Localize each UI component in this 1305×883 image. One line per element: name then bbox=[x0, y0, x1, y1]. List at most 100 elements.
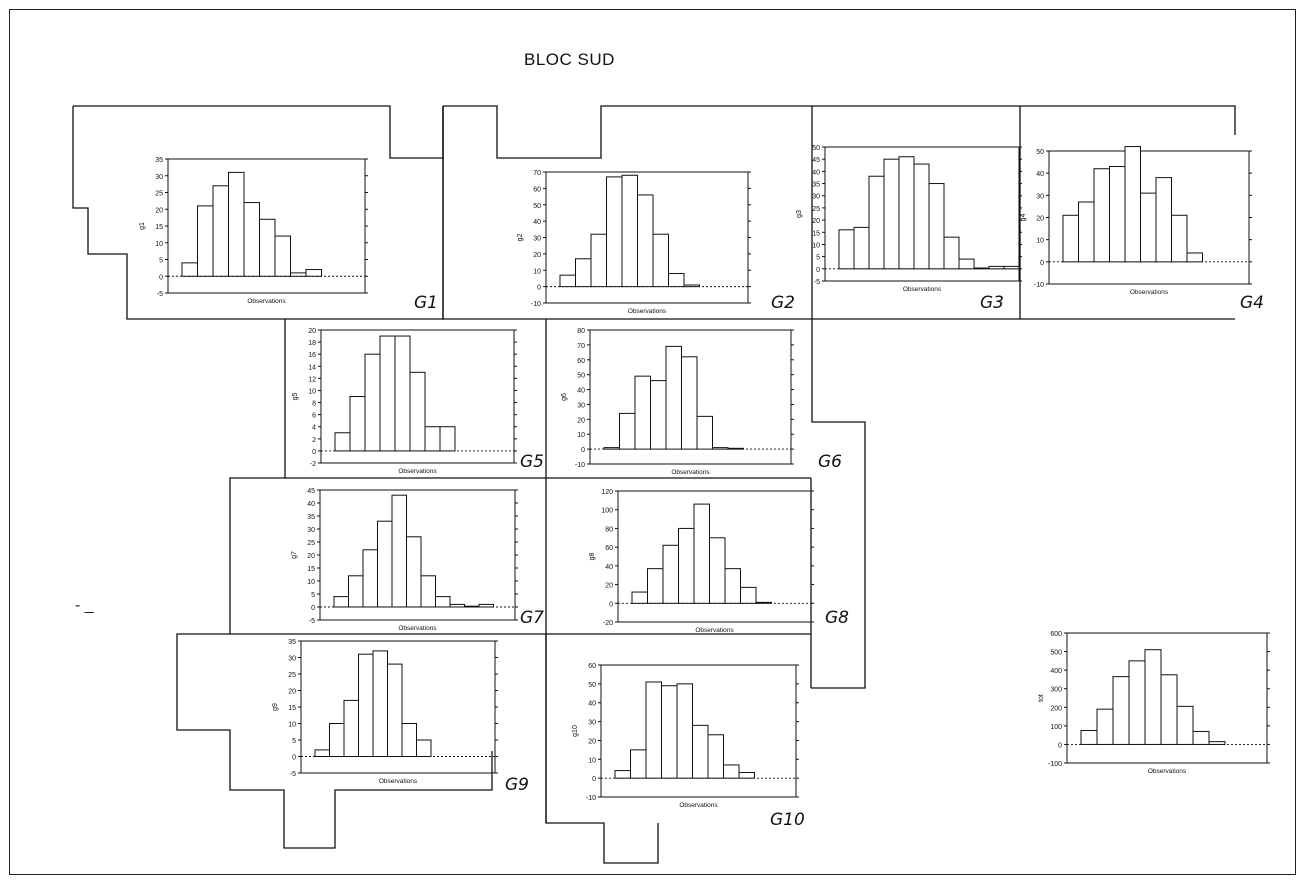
histogram-bar bbox=[391, 494, 407, 608]
y-tick-label: 15 bbox=[155, 224, 163, 231]
histogram-bar bbox=[1155, 177, 1172, 263]
histogram-bar bbox=[913, 163, 930, 270]
histogram-bar bbox=[683, 284, 700, 288]
histogram-bar bbox=[349, 396, 366, 452]
histogram-bar bbox=[478, 603, 494, 608]
y-tick-label: 20 bbox=[812, 218, 820, 225]
histogram-bar bbox=[274, 235, 291, 277]
y-tick-label: 60 bbox=[577, 358, 585, 365]
y-tick-label: 50 bbox=[812, 145, 820, 152]
histogram-bar bbox=[329, 723, 345, 757]
histogram-bar bbox=[898, 156, 915, 270]
y-tick-label: -2 bbox=[310, 461, 316, 468]
y-tick-label: 70 bbox=[533, 170, 541, 177]
histogram-bar bbox=[394, 335, 411, 452]
panel-label-g5: G5 bbox=[520, 452, 544, 472]
plot-frame bbox=[600, 664, 797, 798]
y-axis-label: g2 bbox=[517, 234, 524, 242]
y-tick-label: 30 bbox=[812, 194, 820, 201]
histogram-bar bbox=[637, 194, 654, 288]
y-tick-label: 20 bbox=[588, 738, 596, 745]
histogram-bar bbox=[1140, 192, 1157, 263]
y-axis-label: g5 bbox=[292, 393, 299, 401]
histogram-bar bbox=[755, 601, 772, 604]
histogram-bar bbox=[424, 426, 441, 452]
y-tick-label: 300 bbox=[1050, 687, 1062, 694]
y-tick-label: 25 bbox=[155, 191, 163, 198]
histogram-bar bbox=[614, 770, 631, 779]
y-tick-label: 80 bbox=[577, 328, 585, 335]
x-axis-label: Observations bbox=[679, 802, 718, 809]
y-tick-label: 0 bbox=[1058, 742, 1062, 749]
histogram-bar bbox=[668, 273, 685, 288]
histogram-bar bbox=[305, 269, 322, 277]
histogram-bar bbox=[738, 771, 755, 779]
histogram-bar bbox=[197, 205, 214, 277]
y-tick-label: 20 bbox=[155, 207, 163, 214]
y-tick-label: 30 bbox=[533, 236, 541, 243]
y-tick-label: 100 bbox=[601, 508, 613, 515]
histogram-bar bbox=[650, 380, 667, 450]
plot-frame bbox=[589, 329, 792, 465]
x-axis-label: Observations bbox=[398, 468, 437, 475]
histogram-bar bbox=[1112, 676, 1130, 745]
y-tick-label: 10 bbox=[533, 268, 541, 275]
x-axis-label: Observations bbox=[247, 298, 286, 305]
histogram-bar bbox=[723, 764, 740, 779]
histogram-bar bbox=[1093, 168, 1110, 263]
histogram-bar bbox=[377, 520, 393, 608]
y-tick-label: -10 bbox=[531, 301, 541, 308]
histogram-bar bbox=[406, 536, 422, 608]
stray-dash-mark: - _ bbox=[75, 597, 94, 614]
plot-frame bbox=[824, 146, 1020, 282]
y-tick-label: 25 bbox=[812, 206, 820, 213]
histogram-bar bbox=[678, 527, 695, 604]
y-tick-label: 0 bbox=[159, 274, 163, 281]
y-axis-label: g4 bbox=[1020, 214, 1027, 222]
y-tick-label: 5 bbox=[292, 738, 296, 745]
histogram-bar bbox=[1144, 649, 1162, 745]
histogram-bar bbox=[1124, 146, 1141, 263]
y-tick-label: 30 bbox=[577, 402, 585, 409]
y-tick-label: 40 bbox=[588, 701, 596, 708]
histogram-bar bbox=[362, 549, 378, 608]
y-tick-label: 25 bbox=[307, 540, 315, 547]
histogram-bar bbox=[621, 174, 638, 288]
histogram-bar bbox=[630, 749, 647, 779]
y-tick-label: 40 bbox=[533, 219, 541, 226]
histogram-bar bbox=[334, 432, 351, 452]
y-tick-label: -10 bbox=[586, 795, 596, 802]
y-tick-label: 35 bbox=[155, 157, 163, 164]
y-tick-label: 25 bbox=[288, 672, 296, 679]
histogram-bar bbox=[358, 653, 374, 758]
y-tick-label: 30 bbox=[588, 720, 596, 727]
histogram-bar bbox=[958, 258, 975, 270]
y-tick-label: 50 bbox=[588, 682, 596, 689]
panel-label-g2: G2 bbox=[771, 293, 795, 313]
y-tick-label: 12 bbox=[308, 376, 316, 383]
y-axis-label: g6 bbox=[561, 393, 568, 401]
y-tick-label: 0 bbox=[816, 267, 820, 274]
histogram-bar bbox=[1128, 660, 1146, 745]
y-tick-label: -10 bbox=[1034, 282, 1044, 289]
histogram-bar bbox=[603, 447, 620, 450]
histogram-bar bbox=[740, 586, 757, 604]
histogram-bar bbox=[1109, 166, 1126, 263]
y-tick-label: 50 bbox=[577, 373, 585, 380]
histogram-bar bbox=[928, 183, 945, 270]
histogram-bar bbox=[883, 158, 900, 270]
histogram-bar bbox=[1208, 741, 1226, 745]
histogram-bar bbox=[727, 447, 744, 450]
histogram-bar bbox=[243, 202, 260, 277]
histogram-bar bbox=[212, 185, 229, 277]
y-tick-label: 5 bbox=[816, 255, 820, 262]
panel-label-g3: G3 bbox=[980, 293, 1004, 313]
